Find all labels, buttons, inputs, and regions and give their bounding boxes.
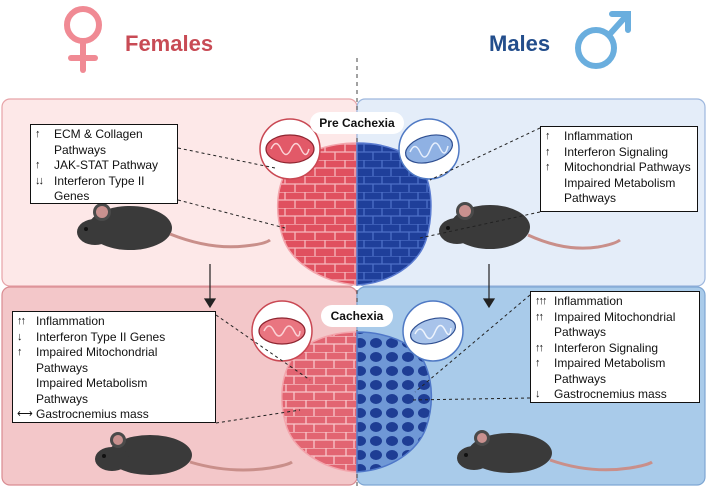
list-item: ↑↑Impaired Mitochondrial [535, 309, 676, 324]
list-item: ↓Gastrocnemius mass [535, 387, 667, 401]
cachexia-male-muscle [356, 331, 433, 473]
female-symbol-icon [64, 6, 102, 73]
male-transition-arrow [482, 264, 496, 309]
males-header: Males [489, 31, 551, 56]
female-cachexia-box: ↑↑Inflammation ↓Interferon Type II Genes… [12, 311, 216, 423]
list-item: ⟷Gastrocnemius mass [17, 407, 149, 421]
list-item: ↑ECM & Collagen [35, 127, 143, 141]
list-item: Genes [54, 189, 90, 203]
female-pre-box: ↑ECM & Collagen Pathways ↑JAK-STAT Pathw… [30, 124, 178, 204]
connector-lines [177, 127, 541, 424]
female-transition-arrow [203, 264, 217, 309]
list-item: ↑Interferon Signaling [545, 144, 669, 159]
list-item: Impaired Metabolism [36, 376, 148, 390]
male-pre-box: ↑Inflammation ↑Interferon Signaling ↑Mit… [540, 126, 698, 212]
male-cachexia-mitochondria-icon [402, 300, 464, 362]
female-cachexia-mouse-icon [95, 432, 293, 475]
list-item: ↓↓Interferon Type II [35, 173, 145, 188]
females-header: Females [125, 31, 214, 56]
list-item: ↓Interferon Type II Genes [17, 329, 166, 344]
list-item: ↑Impaired Mitochondrial [17, 345, 158, 359]
cachexia-female-muscle [280, 331, 358, 473]
cachexia-label: Cachexia [321, 305, 393, 327]
list-item: ↑Inflammation [545, 129, 633, 143]
list-item: Pathways [564, 191, 617, 205]
list-item: Pathways [554, 325, 607, 339]
list-item: ↑↑Interferon Signaling [535, 340, 659, 355]
male-symbol-icon [575, 11, 631, 69]
list-item: Pathways [54, 142, 107, 157]
male-pre-mitochondria-icon [398, 118, 460, 180]
list-item: Pathways [554, 371, 607, 386]
list-item: ↑JAK-STAT Pathway [35, 158, 159, 172]
list-item: ↑↑Inflammation [17, 314, 105, 328]
list-item: Impaired Metabolism [564, 175, 676, 190]
male-pre-mouse-icon [439, 202, 621, 250]
male-cachexia-mouse-icon [457, 430, 653, 473]
pre-cachexia-label: Pre Cachexia [310, 112, 404, 134]
list-item: Pathways [36, 391, 89, 406]
list-item: ↑↑↑Inflammation [535, 294, 623, 308]
list-item: ↑Mitochondrial Pathways [545, 160, 691, 174]
female-cachexia-mitochondria-icon [251, 300, 313, 362]
list-item: Pathways [36, 360, 89, 375]
list-item: ↑Impaired Metabolism [535, 356, 666, 370]
male-cachexia-box: ↑↑↑Inflammation ↑↑Impaired Mitochondrial… [530, 291, 700, 403]
female-pre-mitochondria-icon [259, 118, 321, 180]
female-pre-mouse-icon [77, 203, 271, 250]
